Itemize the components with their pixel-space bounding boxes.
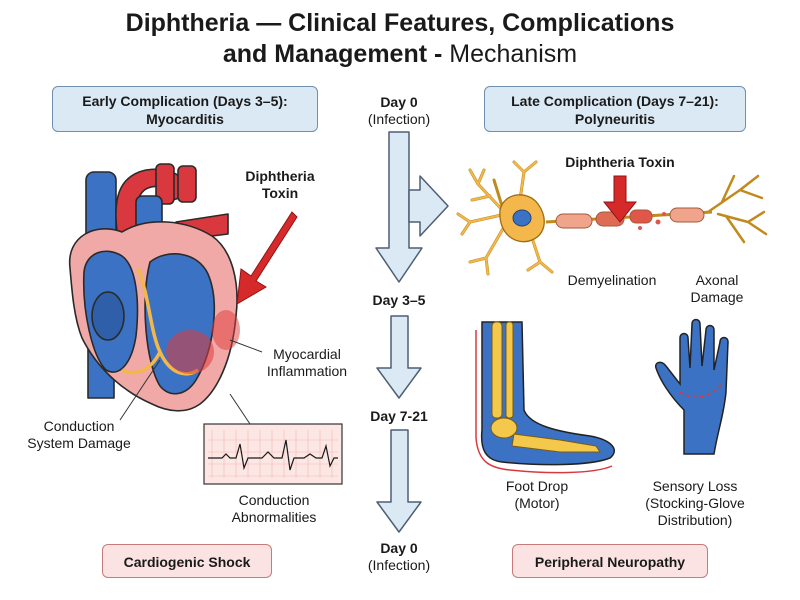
glove-boundary xyxy=(679,383,723,398)
timeline-arrow-2 xyxy=(376,315,422,399)
abnormalities-line1: Conduction xyxy=(238,492,310,508)
sensory-loss-line2: (Stocking-Glove xyxy=(645,495,745,511)
timeline-arrows xyxy=(375,131,449,533)
right-atrium-chamber xyxy=(91,291,125,341)
hand-shape xyxy=(654,318,729,455)
foot-drop-label: Foot Drop (Motor) xyxy=(482,478,592,512)
demyelination-label: Demyelination xyxy=(567,272,657,288)
timeline-arrow-3 xyxy=(376,429,422,533)
heart-toxin-arrow xyxy=(236,211,298,305)
nerve-toxin-label: Diphtheria Toxin xyxy=(565,154,675,170)
inflammation-spot-2 xyxy=(212,310,240,350)
timeline-end: Day 0 (Infection) xyxy=(354,540,444,574)
myelin-debris xyxy=(638,212,666,230)
timeline-arrow-1 xyxy=(375,131,423,283)
vessel-left-1 xyxy=(155,163,175,205)
ecg-panel xyxy=(203,423,343,485)
inflammation-line1: Myocardial xyxy=(273,346,341,362)
heart-toxin-line1: Diphtheria xyxy=(245,168,315,184)
conduction-abnormalities-label: Conduction Abnormalities xyxy=(214,492,334,526)
late-complication-box: Late Complication (Days 7–21): Polyneuri… xyxy=(484,86,746,132)
conduction-path xyxy=(121,267,199,376)
timeline-label-end-day0: Day 0 xyxy=(380,540,418,556)
title-line2-bold: and Management - xyxy=(222,40,443,68)
nerve-toxin-arrow xyxy=(602,175,638,223)
neuron-nucleus xyxy=(512,209,532,227)
heart-illustration xyxy=(68,163,238,412)
leg-bones xyxy=(490,321,601,453)
conduction-damage-line1: Conduction xyxy=(43,418,115,434)
axonal-line1: Axonal xyxy=(695,272,739,288)
conduction-damage-line2: System Damage xyxy=(27,435,131,451)
timeline-label-day0: Day 0 xyxy=(380,94,418,110)
axonal-damage-label: Axonal Damage xyxy=(672,272,762,306)
leg-outline-red xyxy=(475,330,613,474)
heart-toxin-label: Diphtheria Toxin xyxy=(230,168,330,202)
sensory-loss-line3: Distribution) xyxy=(657,512,733,528)
title-line1: Diphtheria — Clinical Features, Complica… xyxy=(125,9,675,37)
timeline-label-end-infection: (Infection) xyxy=(367,557,431,573)
early-complication-box: Early Complication (Days 3–5): Myocardit… xyxy=(52,86,318,132)
early-complication-title: Early Complication (Days 3–5): xyxy=(82,93,288,109)
leg-illustration xyxy=(475,321,615,474)
conduction-system-damage-label: Conduction System Damage xyxy=(14,418,144,452)
sensory-loss-line1: Sensory Loss xyxy=(652,478,738,494)
peripheral-neuropathy-box: Peripheral Neuropathy xyxy=(512,544,708,578)
title-line2-rest: Mechanism xyxy=(449,40,578,68)
myelin-segment-3 xyxy=(629,209,653,224)
page-title: Diphtheria — Clinical Features, Complica… xyxy=(0,8,800,70)
foot-drop-line2: (Motor) xyxy=(514,495,560,511)
timeline-label-day7-21: Day 7-21 xyxy=(370,408,428,424)
heart-leader-lines xyxy=(119,339,263,425)
cardiogenic-shock-box: Cardiogenic Shock xyxy=(102,544,272,578)
late-complication-name: Polyneuritis xyxy=(574,111,656,127)
timeline-label-day3-5: Day 3–5 xyxy=(372,292,426,308)
hand-illustration xyxy=(654,318,729,455)
inflammation-spot-1 xyxy=(166,330,214,374)
timeline-label-infection: (Infection) xyxy=(367,111,431,127)
late-complication-title: Late Complication (Days 7–21): xyxy=(511,93,719,109)
axonal-line2: Damage xyxy=(690,289,744,305)
ecg-trace xyxy=(208,439,338,471)
foot-drop-line1: Foot Drop xyxy=(505,478,569,494)
myelin-segment-4 xyxy=(669,207,705,223)
sensory-loss-label: Sensory Loss (Stocking-Glove Distributio… xyxy=(630,478,760,529)
myelin-segment-1 xyxy=(555,213,593,229)
early-complication-name: Myocarditis xyxy=(146,111,224,127)
branch-arrow xyxy=(408,175,449,237)
vessel-left-2 xyxy=(177,165,197,203)
heart-toxin-line2: Toxin xyxy=(261,185,299,201)
timeline-start: Day 0 (Infection) xyxy=(354,94,444,128)
neuron-illustration xyxy=(456,160,768,276)
myocardial-inflammation-label: Myocardial Inflammation xyxy=(252,346,362,380)
abnormalities-line2: Abnormalities xyxy=(231,509,317,525)
inflammation-line2: Inflammation xyxy=(266,363,348,379)
